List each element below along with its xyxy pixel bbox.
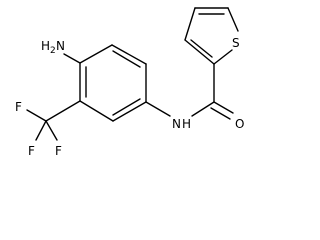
bond-c4t-c3t xyxy=(184,7,196,41)
bond-cf3-f3 xyxy=(35,120,47,141)
double-bond-inner-top xyxy=(112,50,141,68)
amine-n-label: N xyxy=(56,39,65,53)
amide-n-label: N xyxy=(172,117,181,131)
bond-c4-nh xyxy=(145,101,171,117)
amine-group-label: H 2 N xyxy=(41,39,65,56)
amine-h-label: H xyxy=(41,39,50,53)
bond-cf3-f2 xyxy=(45,120,58,141)
amide-h-label: H xyxy=(182,117,191,131)
bond-carbonyl-o xyxy=(213,101,234,114)
bond-c3t-c2t xyxy=(184,39,215,65)
bond-carbonyl-o-double xyxy=(210,107,231,120)
amine-h-count: 2 xyxy=(50,46,56,56)
bond-c5-c6 xyxy=(79,100,114,122)
sulfur-label: S xyxy=(232,36,240,50)
molecule-drawing: H 2 N F F F N H O S xyxy=(15,7,244,158)
bond-c2-c3 xyxy=(111,44,147,65)
bond-c4-c5 xyxy=(112,101,147,122)
bond-c6-cf3 xyxy=(45,100,81,122)
bond-c2t-s xyxy=(213,49,233,65)
double-bond-c3t-c2t xyxy=(190,39,213,58)
thiophene-ring xyxy=(184,7,239,103)
double-bond-inner-bottom xyxy=(112,98,141,116)
benzene-ring xyxy=(79,44,147,122)
bond-c1-c2 xyxy=(79,44,113,64)
bond-cf3-f1 xyxy=(26,109,47,122)
bond-c1-nh2 xyxy=(63,53,81,64)
fluorine-label-1: F xyxy=(15,100,22,114)
fluorine-label-2: F xyxy=(55,144,62,158)
bond-nh-carbonyl xyxy=(191,101,215,117)
bond-s-c5t xyxy=(227,7,239,32)
fluorine-label-3: F xyxy=(28,144,35,158)
oxygen-label: O xyxy=(235,117,244,131)
structure-diagram: H 2 N F F F N H O S xyxy=(15,7,244,158)
